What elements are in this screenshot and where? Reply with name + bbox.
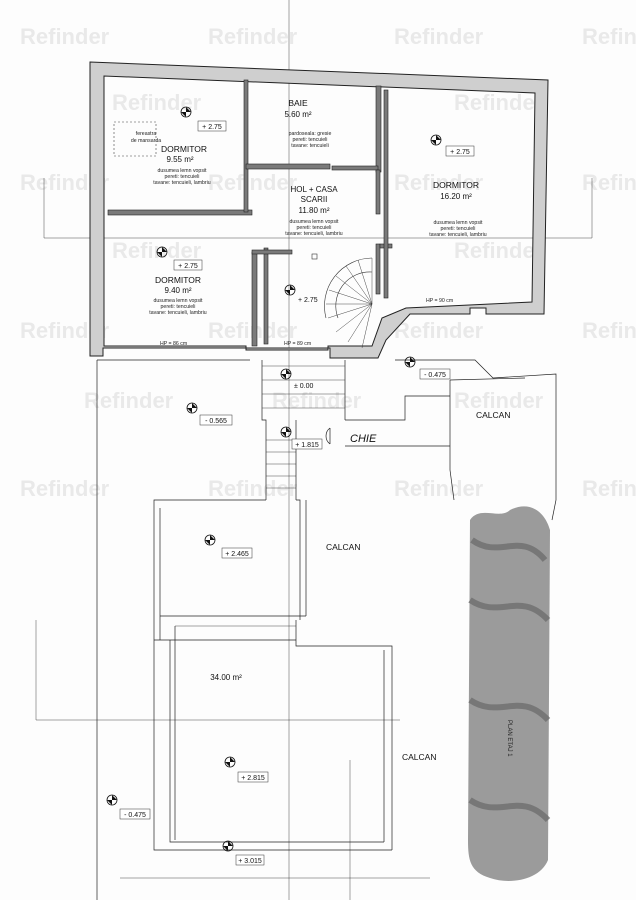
room-area: 9.55 m²: [166, 155, 193, 164]
roof-window: fereastra de mansarda: [113, 121, 161, 157]
calcan-label: CALCAN: [476, 410, 510, 420]
redaction-scribble: PLAN ETAJ 1: [468, 506, 551, 881]
room-note: pereti: tencuieli: [165, 174, 200, 180]
room-note: pereti: tencuieli: [297, 225, 332, 231]
watermark: Refinder: [454, 90, 544, 115]
handwritten-note: CHIE: [350, 433, 377, 445]
watermark: Refinder: [208, 476, 298, 501]
room-note: tavane: tencuieli, lambriu: [149, 310, 206, 316]
level-marker-icon: [157, 247, 167, 257]
watermark: Refinder: [454, 388, 544, 413]
room-note: pereti: tencuieli: [293, 137, 328, 143]
watermark: Refinder: [208, 170, 298, 195]
room-note: dusumea lemn vopsit: [153, 298, 203, 304]
watermark: Refinder: [394, 476, 484, 501]
side-caption: PLAN ETAJ 1: [506, 720, 512, 757]
room-name: HOL + CASA: [290, 185, 338, 194]
level-marker-icon: [281, 427, 291, 437]
room-note: dusumea lemn vopsit: [157, 168, 207, 174]
level-marker-icon: [205, 535, 215, 545]
room-name: SCARII: [301, 195, 328, 204]
level-label: ± 0.00: [294, 383, 314, 390]
level-marker-icon: [405, 357, 415, 367]
level-marker-icon: [225, 757, 235, 767]
room-note: pereti: tencuieli: [161, 304, 196, 310]
watermark: Refinder: [394, 24, 484, 49]
watermark: Refinder: [394, 318, 484, 343]
watermark: Refinder: [454, 238, 544, 263]
room-dormitor-9-40: + 2.75 DORMITOR 9.40 m² dusumea lemn vop…: [149, 246, 207, 316]
watermark: Refinder: [582, 318, 636, 343]
level-label: + 2.815: [241, 775, 265, 782]
hp-label: HP = 89 cm: [284, 341, 311, 347]
spiral-staircase: [324, 257, 373, 349]
calcan-label: CALCAN: [326, 542, 360, 552]
level-marker-icon: [285, 285, 295, 295]
window-note: de mansarda: [131, 138, 161, 144]
room-area: 9.40 m²: [164, 286, 191, 295]
level-marker-icon: [281, 369, 291, 379]
interior-walls: [107, 79, 393, 347]
hp-labels: HP = 86 cm HP = 89 cm HP = 90 cm: [160, 298, 453, 347]
room-note: tavane: tencuieli, lambriu: [285, 231, 342, 237]
level-label: - 0.475: [424, 372, 446, 379]
lower-annex: [153, 499, 393, 851]
room-note: tavane: tencuieli: [291, 143, 329, 149]
calcan-label: CALCAN: [402, 752, 436, 762]
room-note: pardoseala: gresie: [289, 131, 332, 137]
lower-stair: [261, 360, 450, 500]
level-marker-icon: [431, 135, 441, 145]
room-note: dusumea lemn vopsit: [433, 220, 483, 226]
level-label: + 2.465: [225, 551, 249, 558]
level-label: + 1.815: [295, 442, 319, 449]
level-marker-icon: [107, 795, 117, 805]
room-name: DORMITOR: [155, 275, 201, 285]
annex-labels: + 2.465 CALCAN 34.00 m² + 2.815 CALCAN +…: [106, 534, 436, 866]
room-note: dusumea lemn vopsit: [289, 219, 339, 225]
level-marker-icon: [181, 107, 191, 117]
watermark: Refinder: [20, 476, 110, 501]
level-label: + 2.75: [450, 149, 470, 156]
room-area: 34.00 m²: [210, 673, 242, 682]
level-label: - 0.475: [124, 812, 146, 819]
room-note: tavane: tencuieli, lambriu: [153, 180, 210, 186]
room-area: 5.60 m²: [284, 110, 311, 119]
room-name: BAIE: [288, 98, 308, 108]
room-area: 11.80 m²: [299, 206, 330, 215]
room-hol-casa-scarii: HOL + CASA SCARII 11.80 m² dusumea lemn …: [284, 185, 343, 304]
room-note: tavane: tencuieli, lambriu: [429, 232, 486, 238]
room-baie: BAIE 5.60 m² pardoseala: gresie pereti: …: [284, 98, 331, 149]
watermark: Refinder: [394, 170, 484, 195]
level-label: - 0.565: [205, 418, 227, 425]
upper-floor-walls: [89, 61, 549, 359]
room-dormitor-16-20: + 2.75 DORMITOR 16.20 m² dusumea lemn vo…: [429, 134, 487, 238]
level-label: + 2.75: [178, 263, 198, 270]
watermark: Refinder: [20, 24, 110, 49]
room-area: 16.20 m²: [440, 192, 472, 201]
level-label: + 3.015: [238, 858, 262, 865]
level-label: + 2.75: [202, 124, 222, 131]
ground-level-markers: ± 0.00 - 0.475 - 0.565 + 1.815: [186, 356, 451, 450]
level-marker-icon: [223, 841, 233, 851]
watermark: Refinder: [582, 24, 636, 49]
level-marker-icon: [187, 403, 197, 413]
watermark: Refinder: [272, 388, 362, 413]
room-dormitor-9-55: + 2.75 DORMITOR 9.55 m² dusumea lemn vop…: [153, 106, 227, 186]
room-note: pereti: tencuieli: [441, 226, 476, 232]
room-name: DORMITOR: [161, 144, 207, 154]
watermark: Refinder: [582, 170, 636, 195]
room-name: DORMITOR: [433, 180, 479, 190]
watermark: Refinder: [582, 476, 636, 501]
level-label: + 2.75: [298, 297, 318, 304]
watermark: Refinder: [208, 24, 298, 49]
window-note: fereastra: [136, 131, 157, 137]
watermark: Refinder: [84, 388, 174, 413]
hp-label: HP = 90 cm: [426, 298, 453, 304]
hp-label: HP = 86 cm: [160, 341, 187, 347]
site-boundary: [96, 359, 557, 900]
